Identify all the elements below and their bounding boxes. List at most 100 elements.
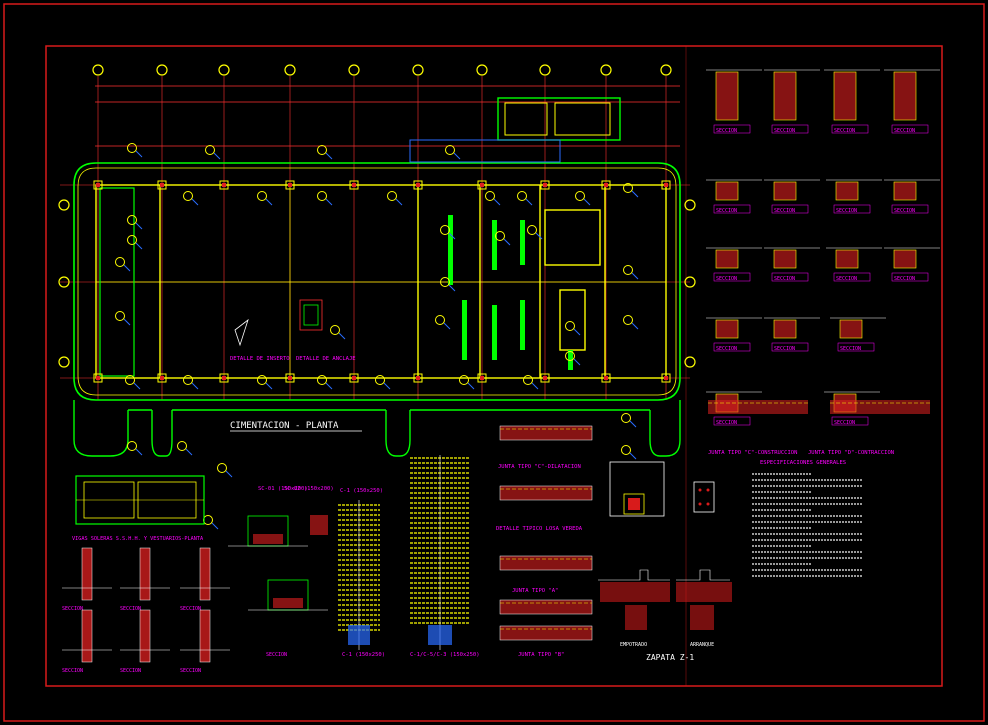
wall-hatch: [310, 515, 328, 535]
detail-frame: [833, 71, 857, 121]
section-leader: [631, 322, 639, 330]
outer-border: [3, 3, 985, 722]
section-label: SECCION: [716, 276, 737, 282]
detail-insert: DETALLE DE INSERTO: [230, 318, 290, 362]
section-tag: [771, 342, 809, 352]
column-core: [352, 183, 356, 187]
detail-hatch: [834, 72, 856, 120]
section-leader: [629, 420, 637, 428]
detail-frame: [715, 181, 739, 201]
joint-slab: [500, 600, 592, 614]
section-label: SECCION: [62, 606, 83, 612]
vertical-grid-lines: [97, 76, 667, 400]
section-tag: [771, 204, 809, 214]
axis-bubble: [476, 64, 488, 76]
plan-title: CIMENTACION - PLANTA: [230, 421, 339, 431]
section-leader: [191, 382, 199, 390]
section-leader: [325, 152, 333, 160]
column-core: [222, 183, 226, 187]
section-leader: [467, 382, 475, 390]
section-label: SECCION: [120, 668, 141, 674]
detail-hatch: [774, 182, 796, 200]
section-bubble: [183, 191, 193, 201]
section-tag: [833, 272, 871, 282]
section-bubble: [445, 145, 455, 155]
section-leader: [213, 152, 221, 160]
detail-insert-label: DETALLE DE INSERTO: [230, 356, 290, 362]
section-tag: [891, 272, 929, 282]
column-core: [352, 376, 356, 380]
junta-b-title: JUNTA TIPO "B": [518, 652, 564, 658]
section-leader: [191, 198, 199, 206]
middle-details: SC-01 (150x200) SC-02 (150x200) C-1 (150…: [228, 455, 480, 658]
column-core: [480, 376, 484, 380]
losa-title: DETALLE TIPICO LOSA VEREDA: [496, 526, 583, 532]
top-dimension-lines: [95, 85, 680, 147]
column-marker: [413, 373, 423, 383]
junta-c-title: JUNTA TIPO "C"-DILATACION: [498, 464, 581, 470]
bottom-apron: [73, 400, 681, 457]
section-tag: [713, 272, 751, 282]
section-leader: [265, 382, 273, 390]
section-bubble: [523, 375, 533, 385]
section-bubble: [205, 145, 215, 155]
section-tag: [713, 204, 751, 214]
detail-anchor: DETALLE DE ANCLAJE: [296, 299, 356, 362]
detail-frame: [839, 319, 863, 339]
section-leader: [453, 152, 461, 160]
joint-frame: [499, 625, 593, 641]
joint-frame: [499, 599, 593, 615]
section-leader: [135, 150, 143, 158]
detail-hatch: [894, 182, 916, 200]
section-label: SECCION: [120, 606, 141, 612]
section-bubble: [127, 215, 137, 225]
column-marker: [285, 373, 295, 383]
axis-bubble: [660, 64, 672, 76]
side-axis-bubbles: [58, 199, 696, 368]
section-bubble: [485, 191, 495, 201]
section-bubble: [317, 145, 327, 155]
axis-bubble: [600, 64, 612, 76]
section-bubble: [387, 191, 397, 201]
column-core: [96, 376, 100, 380]
section-label: SECCION: [716, 128, 737, 134]
section-label: SECCION: [894, 208, 915, 214]
detail-hatch: [894, 72, 916, 120]
section-bubble: [317, 191, 327, 201]
section-leader: [325, 198, 333, 206]
column-marker: [413, 180, 423, 190]
horizontal-grid-lines: [60, 184, 690, 379]
left-block: [99, 187, 135, 377]
column-core: [416, 376, 420, 380]
section-label: SECCION: [836, 208, 857, 214]
column-marker: [601, 373, 611, 383]
column-marker: [157, 180, 167, 190]
axis-bubble: [58, 356, 70, 368]
column-marker: [477, 373, 487, 383]
section-leader: [631, 190, 639, 198]
section-leader: [383, 382, 391, 390]
detail-frame: [773, 71, 797, 121]
building-outline: [73, 162, 681, 401]
section-leader: [448, 232, 456, 240]
column-core: [543, 183, 547, 187]
column-core: [480, 183, 484, 187]
section-hatch: [82, 610, 92, 662]
green-slabs: [448, 215, 573, 370]
section-hatch: [200, 548, 210, 600]
section-leader: [325, 382, 333, 390]
section-label: SECCION: [180, 606, 201, 612]
sc02-title: SC-02 (150x200): [284, 486, 334, 492]
column-marker: [219, 373, 229, 383]
section-tag: [891, 124, 929, 134]
section-bubble: [527, 225, 537, 235]
section-bubble: [459, 375, 469, 385]
detail-frame: [773, 249, 797, 269]
joint-frame: [499, 555, 593, 571]
section-tag: [837, 342, 875, 352]
section-label: SECCION: [716, 420, 737, 426]
section-leader: [135, 222, 143, 230]
foundation-plan: CIMENTACION - PLANTA DETALLE DE INSERTO …: [58, 64, 696, 530]
detail-hatch: [840, 320, 862, 338]
